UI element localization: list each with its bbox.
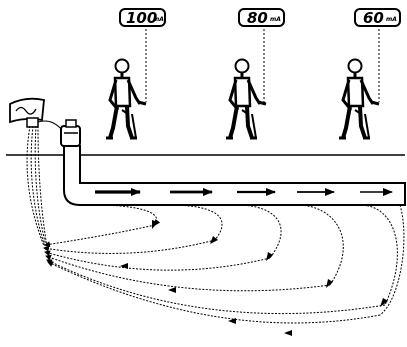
readout-80: 80 mA [238, 8, 285, 27]
operator-with-locator-icon [104, 57, 148, 140]
buried-cable [63, 145, 406, 206]
operator-3 [337, 25, 381, 140]
return-path-arrowheads [120, 220, 388, 336]
operator-with-locator-icon [337, 57, 381, 140]
readout-100: 100 mA [119, 8, 166, 27]
reading-unit: mA [153, 16, 164, 23]
reading-value: 100 [126, 9, 157, 27]
operator-2 [224, 25, 268, 140]
readout-60: 60 mA [354, 8, 401, 27]
reading-value: 80 [247, 9, 268, 27]
signal-transmitter-icon [9, 97, 63, 131]
reading-value: 60 [363, 9, 384, 27]
signal-clamp-icon [60, 119, 81, 147]
return-current-paths [26, 125, 405, 324]
reading-unit: mA [386, 16, 397, 23]
operator-with-locator-icon [224, 57, 268, 140]
reading-unit: mA [270, 16, 281, 23]
operator-1 [104, 25, 148, 140]
